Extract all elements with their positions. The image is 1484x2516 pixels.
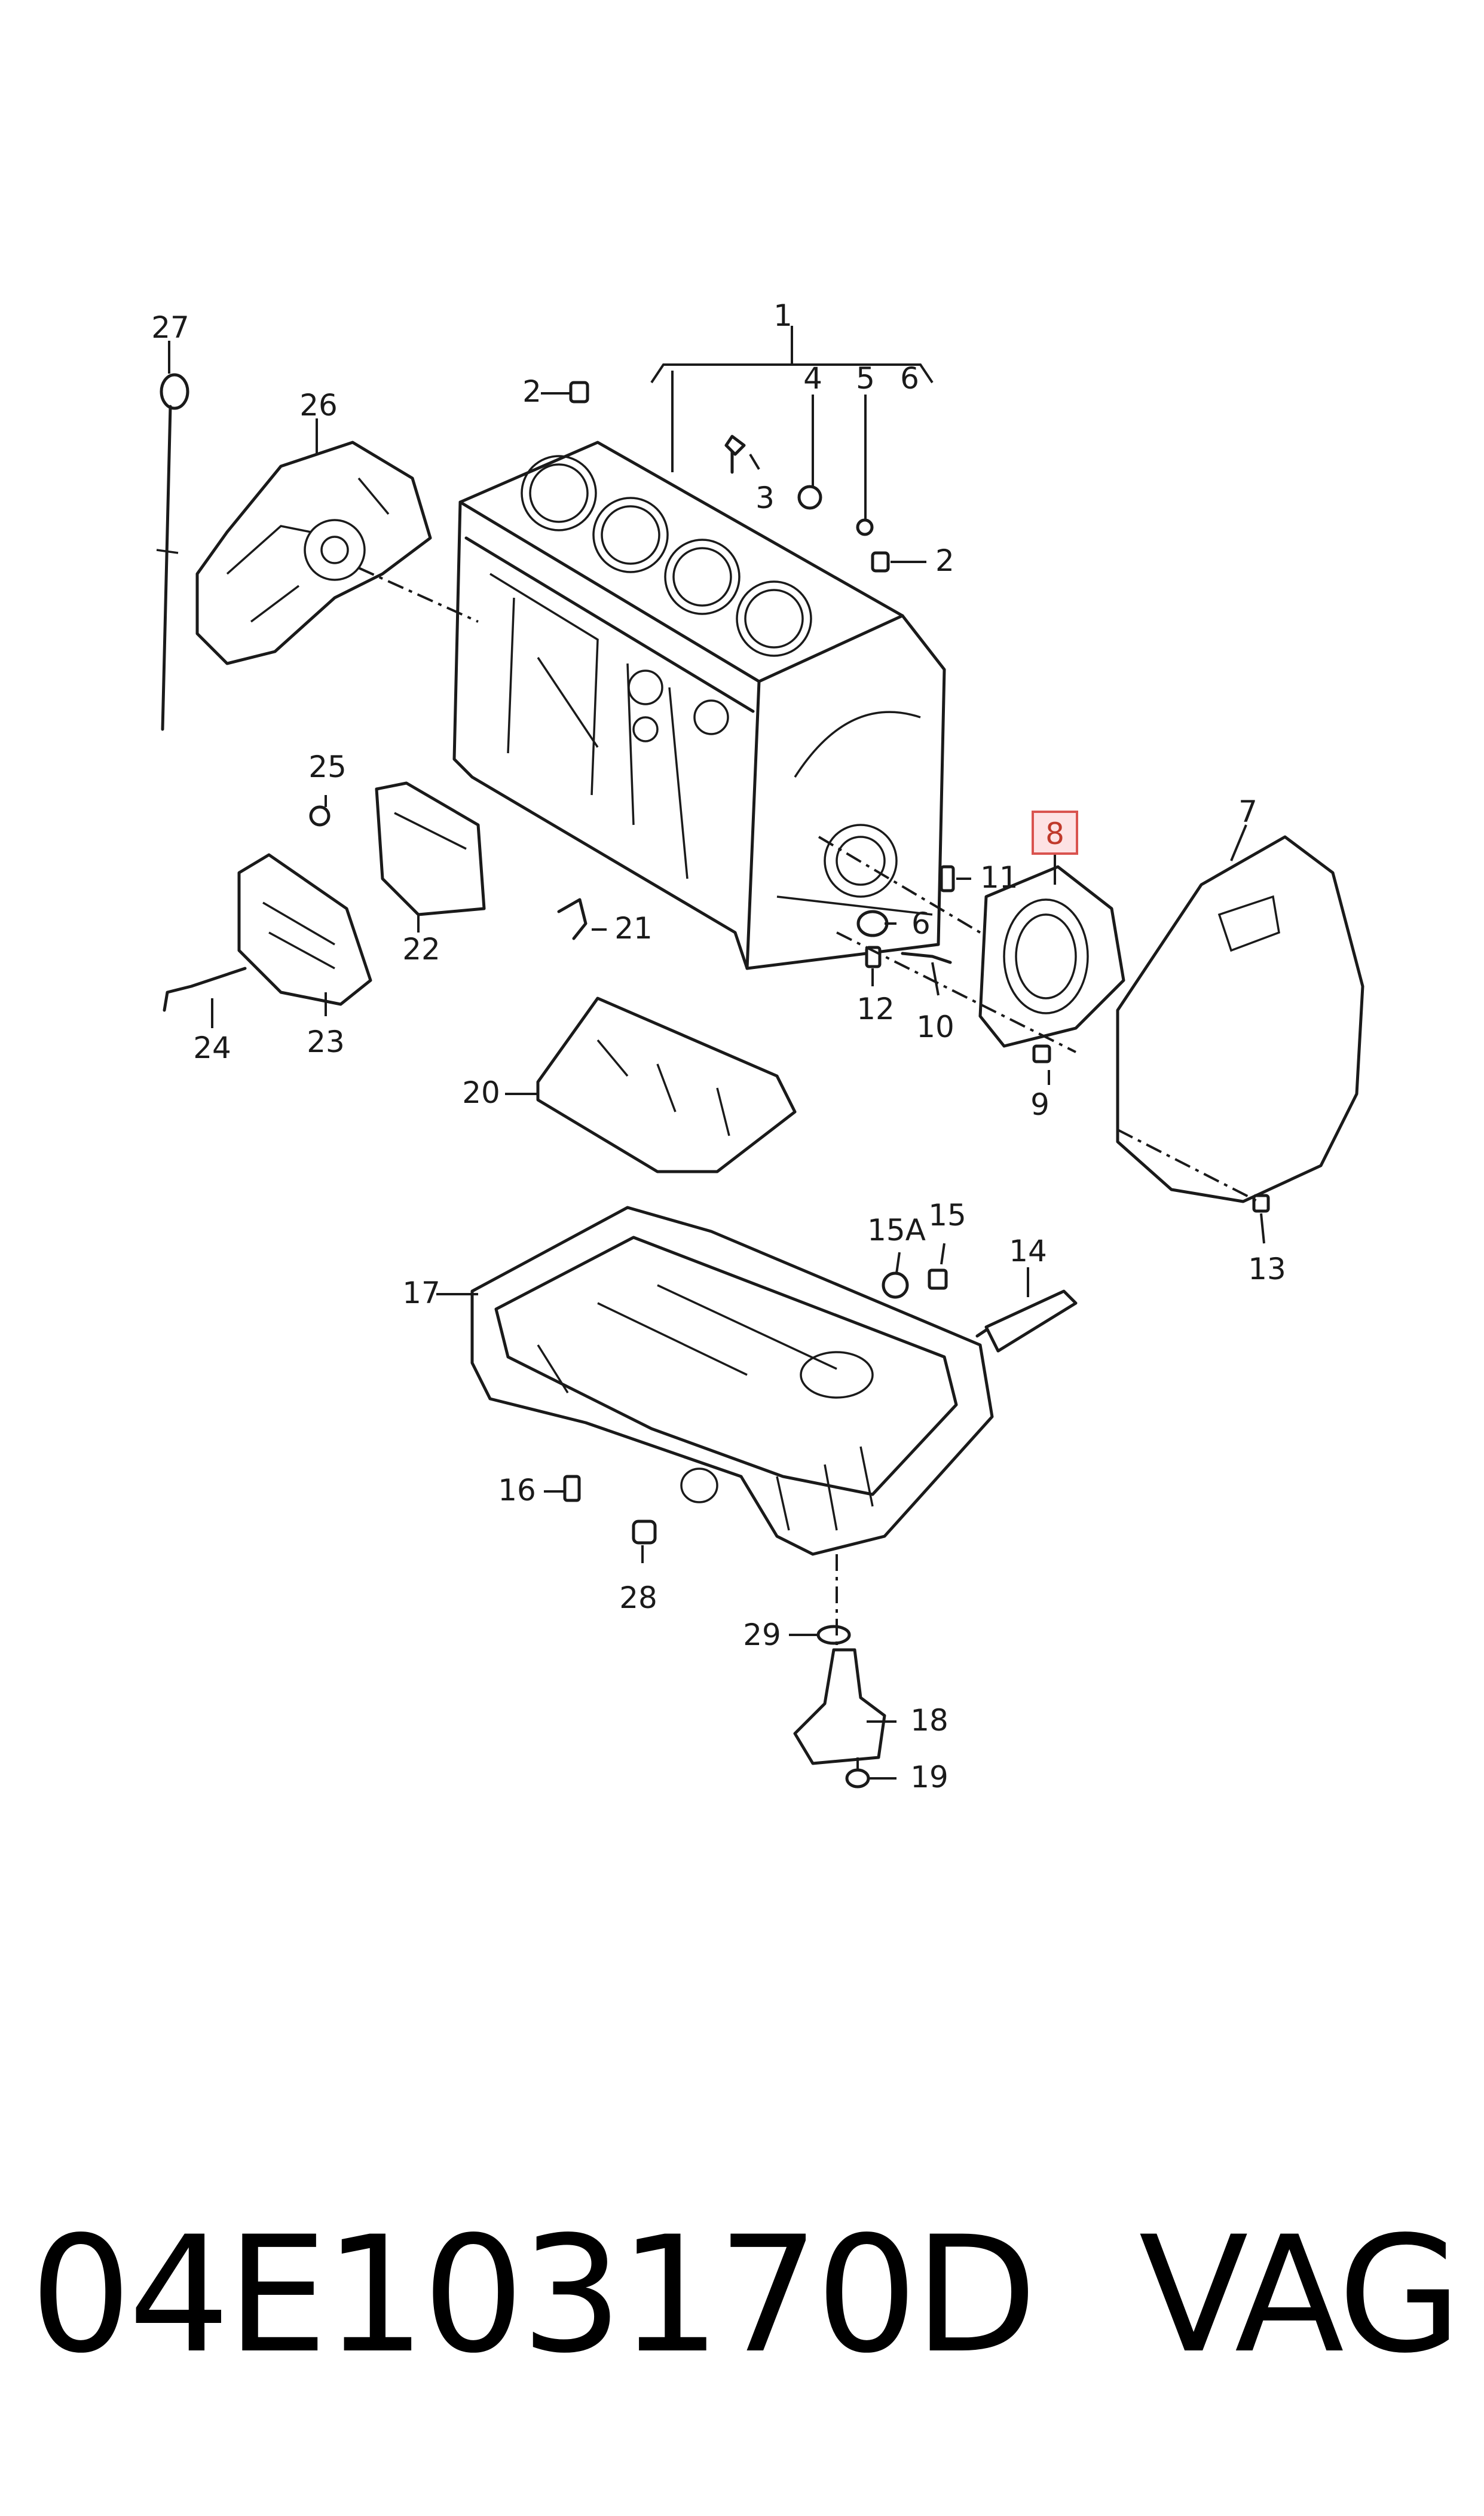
callout-5: 5 (856, 361, 875, 396)
callout-2-right: 2 (935, 543, 954, 578)
oil-pump-housing (195, 441, 432, 665)
engine-block (452, 441, 946, 970)
callout-1: 1 (773, 298, 793, 333)
callout-12: 12 (856, 992, 895, 1026)
callout-6-top: 6 (900, 361, 919, 396)
callout-15a: 15A (867, 1213, 926, 1248)
callout-18: 18 (910, 1703, 948, 1738)
callout-22: 22 (402, 932, 440, 967)
callout-24: 24 (193, 1031, 231, 1065)
breather-hose (163, 967, 247, 1012)
callout-26: 26 (299, 388, 338, 423)
oil-sump (470, 1206, 994, 1556)
callout-27: 27 (151, 310, 189, 345)
callout-20: 20 (462, 1075, 500, 1110)
oil-dipstick (156, 373, 189, 731)
callout-2-top: 2 (522, 374, 541, 409)
callout-8: 8 (1045, 817, 1064, 851)
cover-22 (375, 781, 486, 916)
cover-23 (237, 853, 372, 1006)
intermediate-plate (1116, 835, 1364, 1203)
callout-15: 15 (928, 1198, 966, 1233)
callout-13: 13 (1248, 1252, 1286, 1286)
callout-6-bottom: 6 (911, 906, 931, 941)
callout-16: 16 (498, 1473, 536, 1508)
sealant-tube (975, 1289, 1078, 1353)
callout-labels: 1 2 2 3 4 5 6 6 7 8 9 10 11 12 13 14 15 … (151, 298, 1286, 1794)
callout-11: 11 (980, 860, 1018, 895)
callout-21: 21 (614, 911, 653, 946)
assembly-axes (358, 567, 1259, 1769)
callout-7: 7 (1238, 794, 1257, 829)
crankshaft-seal-flange (978, 865, 1125, 1048)
brand-name: VAG (1139, 2202, 1462, 2389)
callout-17: 17 (402, 1276, 440, 1310)
callout-28: 28 (619, 1580, 657, 1615)
callout-3: 3 (755, 481, 775, 515)
oil-baffle (536, 996, 797, 1173)
callout-9: 9 (1030, 1087, 1049, 1122)
callout-14: 14 (1009, 1234, 1047, 1268)
callout-4: 4 (803, 361, 822, 396)
callout-23: 23 (307, 1025, 345, 1059)
part-number: 04E103170D (30, 2202, 1038, 2389)
leader-lines (168, 341, 1265, 1780)
callout-19: 19 (910, 1760, 948, 1794)
callout-29: 29 (743, 1618, 781, 1652)
highlight-box-8 (1032, 811, 1078, 855)
callout-25: 25 (308, 750, 347, 784)
oil-level-sensor (793, 1648, 886, 1765)
callout-10: 10 (916, 1010, 954, 1044)
